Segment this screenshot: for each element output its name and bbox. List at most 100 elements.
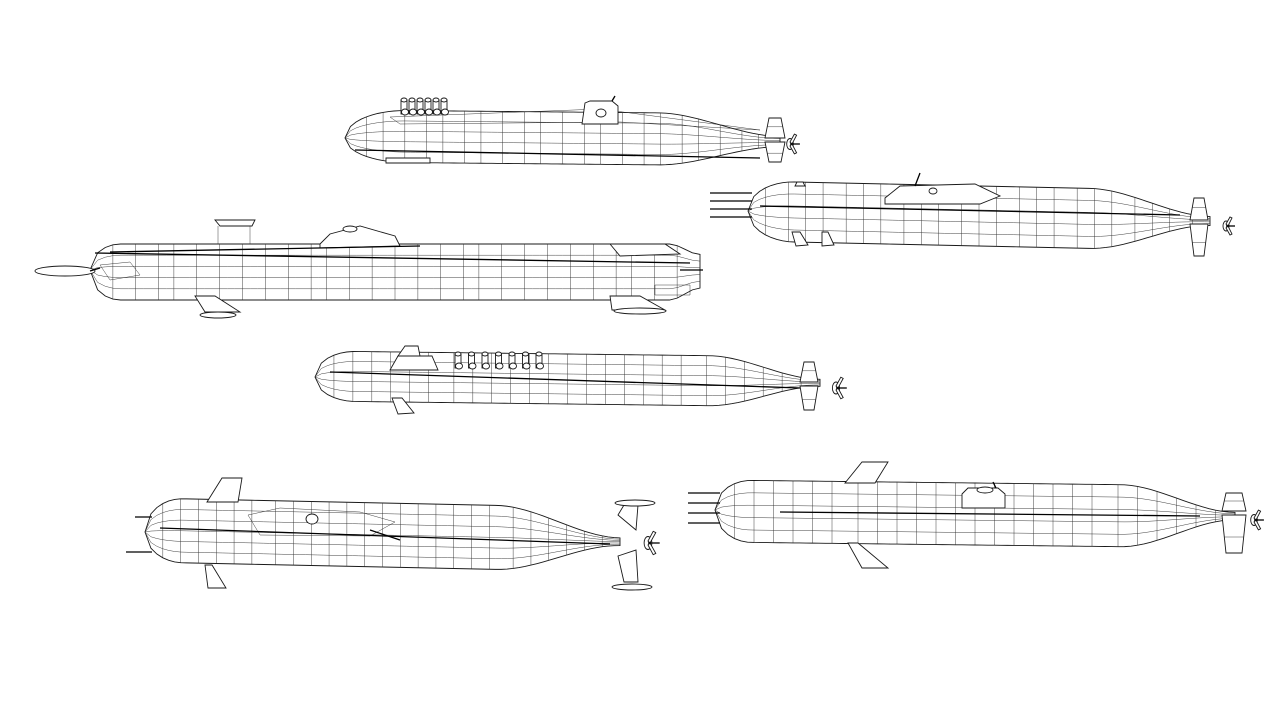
wireframe-edge xyxy=(789,133,798,145)
wireframe-edge xyxy=(747,210,1211,225)
wireframe-edge xyxy=(385,157,431,164)
wireframe-edge xyxy=(481,351,489,357)
wireframe-edge xyxy=(759,205,1181,216)
wireframe-edge xyxy=(194,295,242,313)
wireframe-edge xyxy=(344,131,781,141)
wireframe-edge xyxy=(976,486,994,494)
wireframe-edge xyxy=(609,243,682,257)
wireframe-edge xyxy=(835,376,844,389)
wireframe-edge xyxy=(144,531,621,549)
wireframe-edge xyxy=(992,481,997,489)
wireframe-edge xyxy=(344,137,781,145)
submarine-right-upper xyxy=(710,172,1235,257)
wireframe-edge xyxy=(199,311,237,319)
wireframe-edge xyxy=(99,261,141,281)
wireframe-edge xyxy=(799,361,819,383)
wireframe-edge xyxy=(595,108,607,118)
wireframe-edge xyxy=(425,108,433,116)
wireframe-edge xyxy=(508,351,516,357)
wireframe-edge xyxy=(144,530,621,542)
wireframe-edge xyxy=(1189,223,1209,257)
wireframe-edge xyxy=(654,284,691,296)
wireframe-edge xyxy=(1189,197,1209,221)
wireframe-edge xyxy=(961,487,1006,509)
wireframe-edge xyxy=(305,513,319,525)
wireframe-edge xyxy=(747,210,1211,237)
wireframe-edge xyxy=(611,583,653,591)
wireframe-edge xyxy=(417,108,425,116)
wireframe-edge xyxy=(354,149,761,159)
wireframe-edge xyxy=(764,117,786,139)
wireframe-edge xyxy=(535,351,543,357)
wireframe-edge xyxy=(314,376,821,396)
wireframe-edge xyxy=(791,231,809,247)
wireframe-edge xyxy=(391,397,415,415)
submarine-bottom-right xyxy=(688,461,1264,569)
wireframe-edge xyxy=(342,225,358,233)
wireframe-edge xyxy=(329,371,801,389)
wireframe-edge xyxy=(408,97,416,103)
wireframe-edge xyxy=(144,519,621,541)
wireframe-edge xyxy=(454,351,462,357)
submarine-left-large xyxy=(34,219,703,319)
wireframe-edge xyxy=(794,181,806,187)
wireframe-edge xyxy=(204,564,227,589)
wireframe-edge xyxy=(441,108,449,116)
wireframe-edge xyxy=(647,530,657,544)
wireframe-edge xyxy=(714,509,1236,523)
wireframe-edge xyxy=(409,108,417,116)
wireframe-edge xyxy=(1221,492,1247,512)
wireframe-edge xyxy=(617,549,639,583)
wireframe-edge xyxy=(397,345,421,357)
submarine-center-missile xyxy=(314,345,847,415)
wireframe-edge xyxy=(747,205,1211,221)
wireframe-edge xyxy=(432,97,440,103)
wireframe-edge xyxy=(1225,216,1233,227)
wireframe-edge xyxy=(468,351,475,357)
wireframe-edge xyxy=(617,504,639,531)
wireframe-edge xyxy=(389,355,439,371)
wireframe-edge xyxy=(789,143,798,155)
wireframe-edge xyxy=(522,351,529,357)
wireframe-edge xyxy=(495,362,504,370)
wireframe-edge xyxy=(468,362,477,370)
wireframe-edge xyxy=(764,141,786,163)
wireframe-edge xyxy=(509,362,517,370)
wireframe-edge xyxy=(89,269,701,290)
wireframe-edge xyxy=(144,531,621,559)
wireframe-edge xyxy=(214,219,256,227)
wireframe-edge xyxy=(159,527,611,545)
wireframe-edge xyxy=(400,97,408,103)
wireframe-edge xyxy=(647,542,657,556)
wireframe-edge xyxy=(1253,509,1262,521)
wireframe-edge xyxy=(884,183,1002,205)
wireframe-edge xyxy=(455,362,463,370)
wireframe-edge xyxy=(89,267,101,272)
wireframe-edge xyxy=(1225,225,1233,236)
wireframe-edge xyxy=(144,509,621,540)
wireframe-edge xyxy=(424,97,432,103)
wireframe-edge xyxy=(247,507,396,537)
wireframe-edge xyxy=(714,509,1236,535)
wireframe-edge xyxy=(614,499,656,507)
wireframe-edge xyxy=(482,362,490,370)
wireframe-edge xyxy=(495,351,502,357)
submarine-top-missile xyxy=(344,95,800,166)
wireframe-edge xyxy=(89,266,701,271)
wireframe-edge xyxy=(928,187,938,195)
wireframe-edge xyxy=(206,477,243,503)
wireframe-edge xyxy=(844,461,889,484)
wireframe-edge xyxy=(401,108,409,116)
wireframe-edge xyxy=(536,362,544,370)
wireframe-edge xyxy=(779,511,1201,517)
wireframe-edge xyxy=(109,245,421,253)
wireframe-edge xyxy=(611,95,616,102)
wireframe-edge xyxy=(94,252,691,264)
wireframe-edge xyxy=(440,97,448,103)
wireframe-edge xyxy=(821,231,835,247)
wireframe-edge xyxy=(369,529,401,541)
wireframe-edge xyxy=(613,307,667,315)
wireframe-edge xyxy=(522,362,531,370)
wireframe-edge xyxy=(389,108,761,131)
